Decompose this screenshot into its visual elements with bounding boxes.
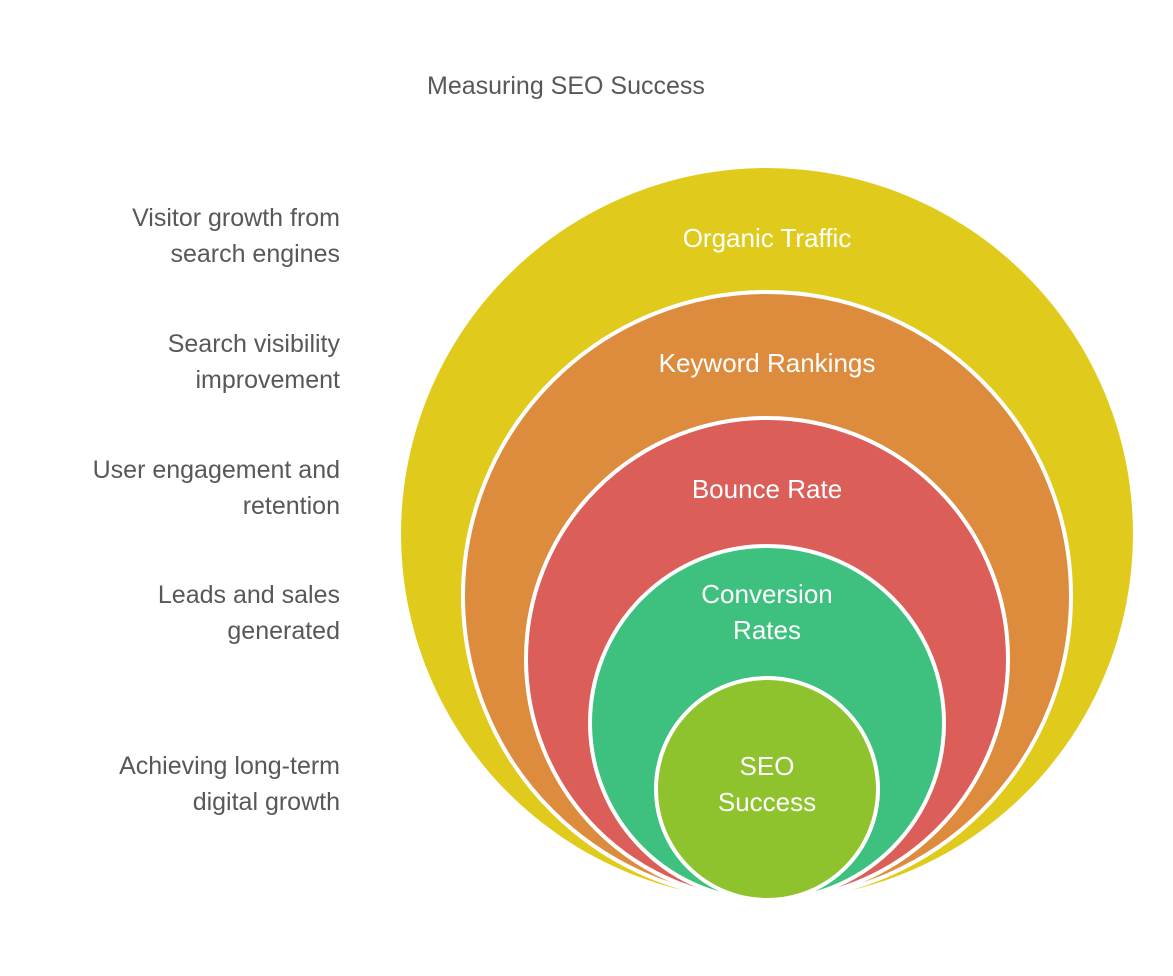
ring-label-keyword-rankings: Keyword Rankings [659, 345, 876, 381]
description-line: improvement [195, 366, 341, 394]
ring-label-line: Conversion [701, 579, 833, 609]
ring-label-line: Bounce Rate [691, 474, 843, 504]
ring-label-line: SEO [739, 751, 795, 781]
ring-description-seo-success: Achieving long-term digital growth [20, 748, 340, 820]
ring-description-organic-traffic: Visitor growth from search engines [20, 200, 340, 272]
ring-description-conversion-rates: Leads and sales generated [20, 577, 340, 649]
description-line: Leads and sales [157, 581, 340, 609]
description-line: User engagement and [92, 456, 340, 484]
ring-label-line: Success [717, 787, 817, 817]
ring-label-seo-success: SEO Success [718, 748, 816, 820]
ring-circle-seo-success [654, 676, 880, 902]
ring-description-keyword-rankings: Search visibility improvement [20, 326, 340, 398]
ring-label-organic-traffic: Organic Traffic [683, 220, 852, 256]
ring-label-line: Keyword Rankings [658, 348, 876, 378]
description-line: search engines [170, 240, 340, 268]
ring-description-bounce-rate: User engagement and retention [20, 452, 340, 524]
description-line: Visitor growth from [132, 204, 340, 232]
description-line: retention [242, 492, 340, 520]
description-line: Search visibility [167, 330, 340, 358]
ring-label-line: Rates [733, 615, 801, 645]
diagram-title: Measuring SEO Success [427, 72, 705, 100]
ring-label-line: Organic Traffic [682, 223, 852, 253]
description-line: Achieving long-term [119, 752, 340, 780]
ring-label-bounce-rate: Bounce Rate [692, 471, 842, 507]
description-line: generated [227, 617, 340, 645]
description-line: digital growth [192, 788, 340, 816]
ring-label-conversion-rates: Conversion Rates [701, 576, 833, 648]
